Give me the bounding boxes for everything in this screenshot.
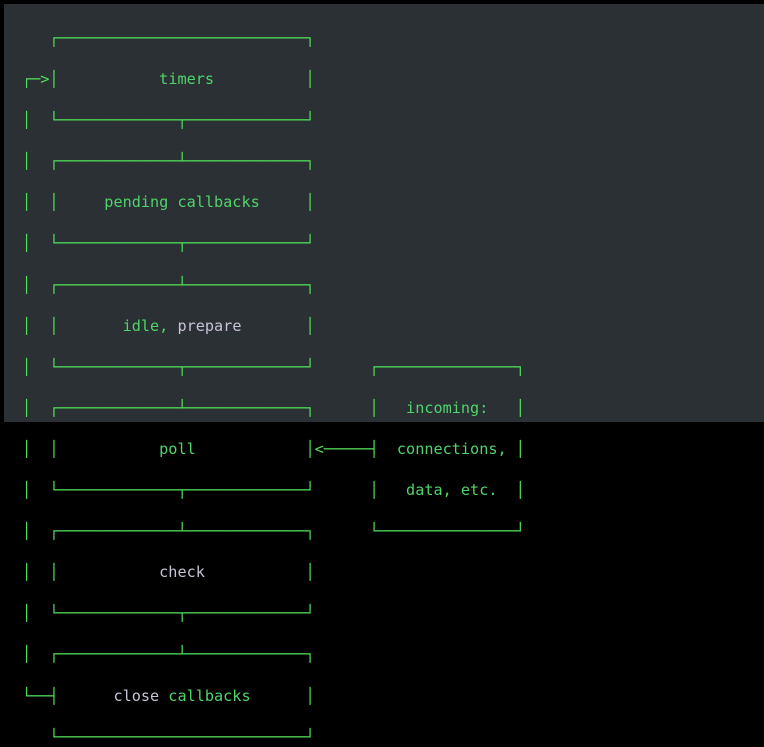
phase-label-poll: poll: [159, 439, 196, 458]
art-row-0: ┌───────────────────────────┐: [22, 28, 525, 49]
row-pad: │: [488, 398, 525, 417]
ascii-diagram: ┌───────────────────────────┐ ┌─>│ timer…: [22, 28, 525, 747]
box-top-border-check: │ ┌─────────────┴─────────────┐ └───────…: [22, 522, 525, 541]
box-bottom-border-close: └───────────────────────────┘: [22, 727, 315, 746]
side-box-line-1: incoming:: [406, 398, 489, 417]
art-row-17: └───────────────────────────┘: [22, 727, 525, 747]
loop-arrow-head-icon: ┌─>│: [22, 70, 59, 89]
box-top-border-poll: │ ┌─────────────┴─────────────┐ │: [22, 398, 407, 417]
box-top-border-pending: │ ┌─────────────┴─────────────┐: [22, 152, 315, 171]
phase-label-check: check: [159, 563, 205, 582]
side-box-line-2: connections,: [396, 439, 507, 458]
row-pad: │: [214, 70, 315, 89]
box-top-border-timers: ┌───────────────────────────┐: [22, 29, 315, 47]
row-pad: │: [250, 686, 315, 705]
art-row-15: │ ┌─────────────┴─────────────┐: [22, 644, 525, 665]
box-bottom-border-pending: │ └─────────────┬─────────────┘: [22, 234, 315, 253]
art-row-9: │ ┌─────────────┴─────────────┐ │ incomi…: [22, 398, 525, 419]
art-row-7: │ │ idle, prepare │: [22, 316, 525, 337]
phase-label-pending-callbacks: pending callbacks: [104, 193, 260, 212]
row-pad: │: [497, 481, 525, 500]
box-top-border-close: │ ┌─────────────┴─────────────┐: [22, 645, 315, 664]
bezel-left-strip: [0, 0, 4, 422]
row-pad: │: [506, 439, 525, 458]
loop-arrow-tail-icon: └──┤: [22, 686, 114, 705]
phase-label-idle: idle,: [122, 316, 169, 335]
art-row-5: │ └─────────────┬─────────────┘: [22, 233, 525, 254]
row-pad: │ │: [22, 193, 105, 212]
art-row-10: │ │ poll │<─────┤ connections, │: [22, 439, 525, 460]
row-pad: │: [259, 193, 315, 212]
row-pad: │ │: [22, 439, 160, 458]
row-pad: [59, 70, 160, 88]
art-row-16: └──┤ close callbacks │: [22, 686, 525, 707]
art-row-1: ┌─>│ timers │: [22, 69, 525, 90]
art-row-11: │ └─────────────┬─────────────┘ │ data, …: [22, 480, 525, 501]
row-pad: │ │: [22, 563, 160, 582]
phase-label-timers: timers: [159, 70, 215, 89]
phase-label-close: close: [113, 686, 160, 705]
poll-incoming-arrow-icon: │<─────┤: [195, 439, 397, 458]
art-row-12: │ ┌─────────────┴─────────────┐ └───────…: [22, 521, 525, 542]
art-row-6: │ ┌─────────────┴─────────────┐: [22, 275, 525, 296]
box-bottom-border-timers: │ └─────────────┬─────────────┘: [22, 111, 315, 130]
art-row-3: │ ┌─────────────┴─────────────┐: [22, 151, 525, 172]
phase-label-prepare: prepare: [168, 316, 242, 335]
art-row-13: │ │ check │: [22, 562, 525, 583]
box-bottom-border-check: │ └─────────────┬─────────────┘: [22, 604, 315, 623]
art-row-8: │ └─────────────┬─────────────┘ ┌───────…: [22, 357, 525, 378]
art-row-2: │ └─────────────┬─────────────┘: [22, 110, 525, 131]
box-bottom-border-idle: │ └─────────────┬─────────────┘ ┌───────…: [22, 357, 525, 376]
bezel-top-strip: [0, 0, 764, 4]
row-pad: │ │: [22, 316, 123, 335]
art-row-4: │ │ pending callbacks │: [22, 192, 525, 213]
box-bottom-border-poll: │ └─────────────┬─────────────┘ │: [22, 481, 407, 500]
row-pad: │: [241, 316, 315, 335]
row-pad: │: [204, 563, 315, 582]
box-top-border-idle: │ ┌─────────────┴─────────────┐: [22, 275, 315, 294]
phase-label-close-callbacks: callbacks: [159, 686, 251, 705]
side-box-line-3: data, etc.: [406, 481, 498, 500]
art-row-14: │ └─────────────┬─────────────┘: [22, 603, 525, 624]
